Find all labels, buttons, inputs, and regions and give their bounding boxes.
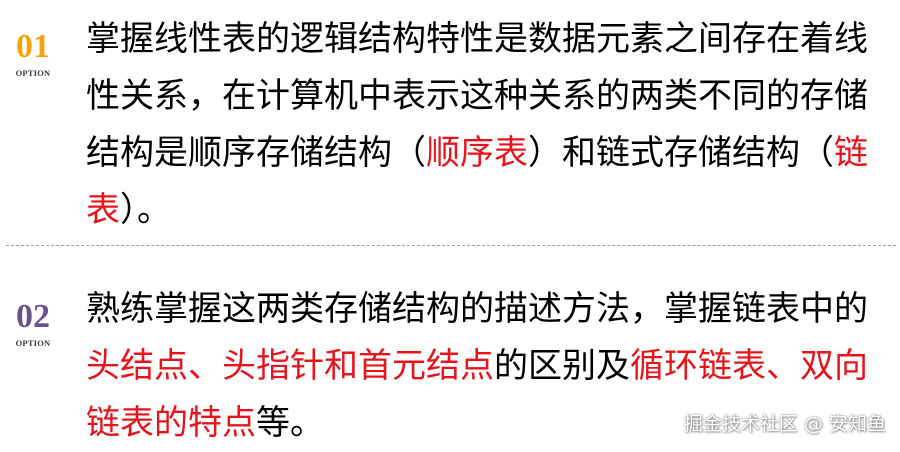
option-02-text-segment: 熟练掌握这两类存储结构的描述方法，掌握链表中的	[86, 289, 868, 329]
option-badge-01: 01 OPTION	[9, 28, 57, 79]
option-text-02: 熟练掌握这两类存储结构的描述方法，掌握链表中的头结点、头指针和首元结点的区别及循…	[86, 281, 886, 452]
dashed-divider	[6, 245, 896, 246]
option-text-01: 掌握线性表的逻辑结构特性是数据元素之间存在着线性关系，在计算机中表示这种关系的两…	[86, 11, 886, 239]
option-01-text-segment: ）和链式存储结构（	[528, 133, 834, 173]
option-02-text-segment: 等。	[256, 403, 324, 443]
option-01-highlight-sequential-list: 顺序表	[426, 133, 528, 173]
option-label-01: OPTION	[15, 68, 51, 78]
watermark: 掘金技术社区 @ 安知鱼	[683, 413, 886, 435]
option-02-highlight-circular-doubly-lists: 循环链表、双向链表的特点	[86, 346, 868, 443]
option-02-text-segment: 的区别及	[494, 346, 630, 386]
option-badge-02: 02 OPTION	[9, 298, 57, 349]
option-01-text-segment: 掌握线性表的逻辑结构特性是数据元素之间存在着线性关系，在计算机中表示这种关系的两…	[86, 19, 868, 173]
option-label-02: OPTION	[15, 338, 51, 348]
option-number-02: 02	[16, 298, 50, 335]
option-number-01: 01	[16, 28, 50, 65]
option-02-highlight-head-nodes: 头结点、头指针和首元结点	[86, 346, 494, 386]
option-01-highlight-linked-list: 链表	[86, 133, 868, 230]
option-01-text-segment: ）。	[120, 190, 171, 230]
